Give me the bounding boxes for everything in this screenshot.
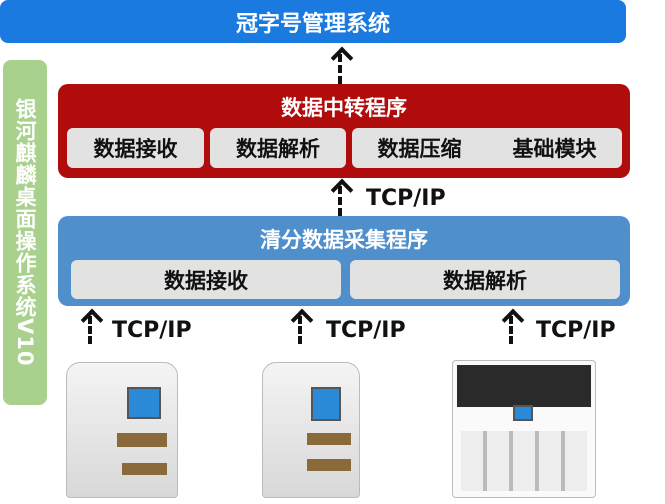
device-pockets [461, 431, 587, 491]
device-slot [307, 459, 351, 471]
arrow-head-icon [330, 46, 354, 70]
module-label: 数据接收 [93, 137, 178, 161]
arrow-head-icon [330, 178, 354, 202]
arrow-head-icon [501, 308, 525, 332]
module-label: 数据解析 [236, 137, 320, 161]
arrow-up-connector [88, 316, 96, 344]
arrow-head-icon [290, 308, 314, 332]
device-slot [117, 433, 167, 447]
relay-module-compress-base: 数据压缩 基础模块 [352, 128, 622, 168]
protocol-label: TCP/IP [326, 318, 406, 343]
device-slot [122, 463, 167, 475]
module-label: 数据解析 [443, 268, 527, 293]
protocol-label: TCP/IP [536, 318, 616, 343]
arrow-up-connector [298, 316, 306, 344]
module-label: 基础模块 [512, 137, 597, 161]
banknote-sorter-image [66, 362, 178, 498]
relay-module-receive: 数据接收 [67, 128, 204, 168]
protocol-label: TCP/IP [366, 186, 446, 211]
module-label: 数据接收 [164, 268, 248, 293]
collector-module-receive: 数据接收 [71, 260, 341, 299]
crown-number-management-system: 冠字号管理系统 [0, 0, 626, 43]
arrow-head-icon [80, 308, 104, 332]
banknote-sorter-image [452, 360, 596, 498]
arrow-up-connector [338, 186, 346, 216]
collector-module-parse: 数据解析 [350, 260, 620, 299]
arrow-up-connector [338, 54, 346, 84]
collector-title: 清分数据采集程序 [260, 228, 428, 252]
device-top [457, 365, 591, 407]
data-relay-program: 数据中转程序 数据接收 数据解析 数据压缩 基础模块 [58, 84, 630, 178]
os-label: 银河麒麟桌面操作系统V10 [3, 60, 47, 405]
protocol-label: TCP/IP [112, 318, 192, 343]
device-screen [127, 387, 161, 419]
module-label: 数据压缩 [377, 137, 462, 161]
relay-title: 数据中转程序 [281, 96, 407, 120]
sorting-data-collection-program: 清分数据采集程序 数据接收 数据解析 [58, 216, 630, 306]
arrow-up-connector [509, 316, 517, 344]
device-slot [307, 433, 351, 445]
relay-module-parse: 数据解析 [210, 128, 346, 168]
device-screen [513, 405, 533, 421]
device-screen [311, 387, 341, 421]
banknote-sorter-image [262, 362, 360, 498]
